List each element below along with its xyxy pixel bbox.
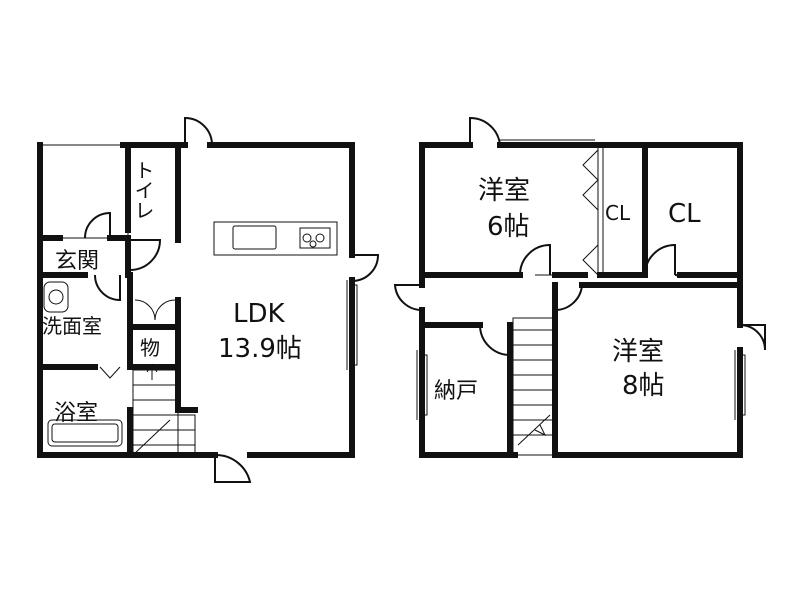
door-toilet [129, 239, 162, 271]
wall-south-ldk [247, 277, 355, 458]
wall-entrance-top-right [107, 235, 131, 278]
bathtub [47, 419, 123, 447]
door-w1-north [469, 116, 501, 146]
closet1-label: CL [605, 201, 631, 225]
ldk-area-label: 13.9帖 [218, 334, 302, 364]
ldk-name-label: LDK [233, 299, 286, 329]
door-w2 [554, 284, 583, 312]
stairs-second-floor [512, 317, 554, 456]
window-storeroom-west [416, 350, 428, 420]
washbasin [43, 281, 69, 313]
door-w1-south [519, 243, 551, 276]
western2-name-label: 洋室 [612, 337, 664, 367]
wall-north-cl2 [643, 142, 743, 278]
stairs-first-floor [132, 363, 196, 456]
western2-area-label: 8帖 [622, 371, 665, 401]
entrance-porch [39, 144, 129, 239]
western1-area-label: 6帖 [487, 212, 530, 242]
door-entrance [84, 211, 111, 239]
toilet-label: トイレ [131, 160, 155, 220]
closet2-label: CL [668, 199, 701, 229]
window-ldk-east [346, 280, 358, 370]
window-w2-east [734, 350, 746, 420]
first-floor: LDK 13.9帖 トイレ 玄関 洗面室 物 浴室 [37, 116, 380, 483]
washroom-label: 洗面室 [42, 314, 102, 338]
door-north-ldk [184, 116, 213, 146]
closet1-bifold-door [582, 149, 599, 276]
door-south-ldk [214, 453, 252, 483]
storage-label: 物 [140, 336, 160, 360]
western1-name-label: 洋室 [478, 176, 530, 206]
door-west-hall [393, 284, 423, 312]
bath-label: 浴室 [54, 401, 98, 426]
storeroom-label: 納戸 [434, 379, 478, 404]
door-east-ldk [351, 254, 380, 282]
wall-stairs-east [175, 297, 198, 413]
entrance-label: 玄関 [55, 249, 99, 274]
door-washroom [94, 274, 121, 302]
door-bath-marker [99, 366, 121, 379]
closet1-wall [597, 145, 604, 275]
wall-west-lower [419, 307, 518, 458]
wall-south-east [552, 347, 743, 458]
door-cl2-left [644, 243, 676, 276]
second-floor: 洋室 6帖 CL CL 洋室 8帖 納戸 [393, 116, 766, 458]
door-storage [134, 299, 176, 321]
door-storeroom [479, 324, 511, 357]
door-w2-east [739, 324, 766, 351]
kitchen-counter [213, 221, 338, 256]
